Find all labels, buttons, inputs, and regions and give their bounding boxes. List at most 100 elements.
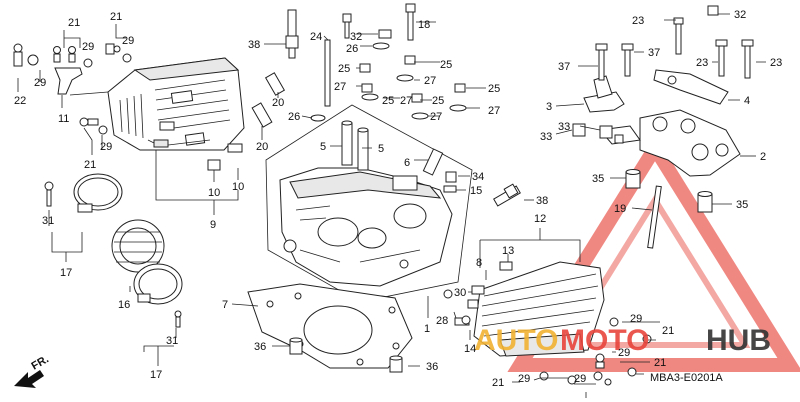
callout-21: 21	[662, 325, 674, 337]
callout-20: 20	[272, 97, 284, 109]
head-gasket	[247, 283, 413, 369]
callout-2: 2	[760, 151, 766, 163]
callout-31: 31	[42, 215, 54, 227]
callout-23: 23	[632, 15, 644, 27]
side-cover	[473, 261, 605, 357]
callout-11: 11	[58, 113, 69, 125]
callout-21: 21	[110, 11, 122, 23]
callout-38: 38	[536, 195, 548, 207]
callout-25: 25	[488, 83, 500, 95]
callout-labels: 21 21 29 29 22 29 11 21 29 31 17 16 31 1…	[14, 9, 782, 389]
rocker-arms	[583, 69, 729, 113]
valve-guides	[341, 120, 444, 176]
spark-plugs	[285, 9, 521, 207]
callout-14: 14	[464, 343, 476, 355]
callout-3: 3	[546, 101, 552, 113]
callout-8: 8	[476, 257, 482, 269]
callout-21: 21	[68, 17, 80, 29]
bolts-right	[595, 5, 754, 81]
callout-5: 5	[378, 143, 384, 155]
dowel-pins-bottom	[289, 337, 403, 373]
callout-21: 21	[654, 357, 666, 369]
callout-29: 29	[100, 141, 112, 153]
callout-38: 38	[248, 39, 260, 51]
callout-27: 27	[488, 105, 500, 117]
callout-26: 26	[346, 43, 358, 55]
dowels-right	[572, 123, 713, 249]
callout-29: 29	[122, 35, 134, 47]
callout-25: 25	[382, 95, 394, 107]
callout-24: 24	[310, 31, 322, 43]
callout-37: 37	[648, 47, 660, 59]
callout-12: 12	[534, 213, 546, 225]
diagram-code: MBA3-E0201A	[650, 372, 723, 384]
callout-37: 37	[558, 61, 570, 73]
leader-lines	[17, 13, 766, 398]
callout-29: 29	[574, 373, 586, 385]
small-parts-cover	[443, 261, 513, 326]
callout-21: 21	[492, 377, 504, 389]
callout-5: 5	[320, 141, 326, 153]
small-fittings-right	[443, 171, 457, 193]
callout-33: 33	[558, 121, 570, 133]
callout-27: 27	[334, 81, 346, 93]
callout-25: 25	[440, 59, 452, 71]
intake-clamp-insulator	[44, 173, 183, 328]
callout-25: 25	[338, 63, 350, 75]
watermark-logo	[507, 134, 800, 372]
callout-34: 34	[472, 171, 484, 183]
callout-29: 29	[630, 313, 642, 325]
watermark-text-hub: HUB	[706, 324, 771, 357]
bolt-washer-group-left	[13, 43, 132, 135]
callout-32: 32	[734, 9, 746, 21]
callout-25: 25	[432, 95, 444, 107]
callout-10: 10	[232, 181, 244, 193]
cylinder-head	[265, 104, 473, 303]
callout-27: 27	[400, 95, 412, 107]
callout-21: 21	[84, 159, 96, 171]
callout-33: 33	[540, 131, 552, 143]
callout-29: 29	[618, 347, 630, 359]
callout-30: 30	[454, 287, 466, 299]
callout-15: 15	[470, 185, 482, 197]
nuts-washers	[310, 55, 467, 122]
callout-13: 13	[502, 245, 514, 257]
callout-6: 6	[404, 157, 410, 169]
watermark-text-moto: MOTO	[560, 324, 649, 357]
callout-28: 28	[436, 315, 448, 327]
watermark-text: AUTO MOTO HUB	[474, 324, 771, 357]
callout-35: 35	[592, 173, 604, 185]
callout-4: 4	[744, 95, 750, 107]
callout-7: 7	[222, 299, 228, 311]
dowel-pins-left	[207, 72, 286, 171]
callout-19: 19	[614, 203, 626, 215]
callout-17: 17	[60, 267, 72, 279]
callout-23: 23	[770, 57, 782, 69]
callout-10: 10	[208, 187, 220, 199]
callout-26: 26	[288, 111, 300, 123]
callout-22: 22	[14, 95, 26, 107]
callout-20: 20	[256, 141, 268, 153]
direction-label: FR.	[30, 353, 51, 372]
callout-23: 23	[696, 57, 708, 69]
callout-31: 31	[166, 335, 178, 347]
callout-35: 35	[736, 199, 748, 211]
callout-27: 27	[424, 75, 436, 87]
callout-1: 1	[424, 323, 430, 335]
callout-29: 29	[518, 373, 530, 385]
cylinder-head-cover	[107, 57, 245, 151]
callout-27: 27	[430, 111, 442, 123]
front-direction-arrow	[14, 370, 44, 388]
callout-9: 9	[210, 219, 216, 231]
callout-36: 36	[254, 341, 266, 353]
callout-36: 36	[426, 361, 438, 373]
watermark-text-auto: AUTO	[474, 324, 558, 357]
callout-29: 29	[34, 77, 46, 89]
callout-29: 29	[82, 41, 94, 53]
callout-32: 32	[350, 31, 362, 43]
callout-18: 18	[418, 19, 430, 31]
callout-16: 16	[118, 299, 130, 311]
callout-17: 17	[150, 369, 162, 381]
